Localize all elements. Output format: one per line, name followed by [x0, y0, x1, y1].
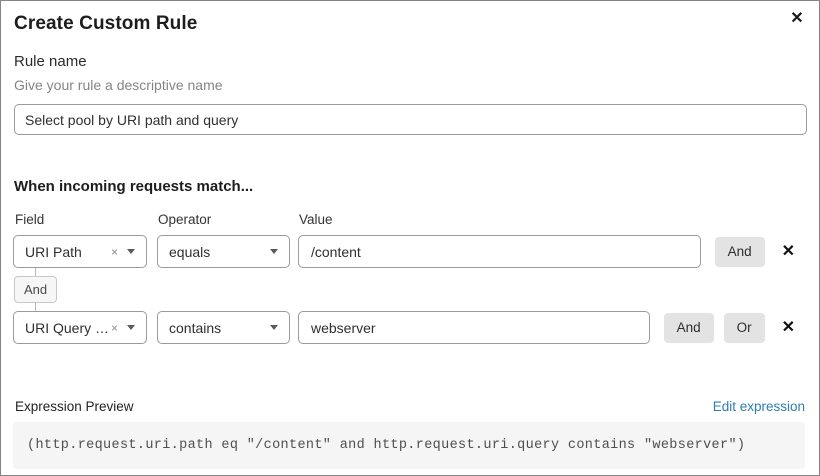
remove-condition-icon[interactable]: ✕: [781, 318, 795, 336]
rule-name-input[interactable]: [14, 104, 807, 135]
connector-line-bottom: [35, 303, 36, 311]
operator-column-label: Operator: [158, 212, 212, 227]
dialog-header: Create Custom Rule ✕: [1, 1, 819, 35]
add-or-condition-button[interactable]: Or: [723, 312, 765, 343]
expression-code-block: (http.request.uri.path eq "/content" and…: [13, 422, 805, 469]
expression-preview-label: Expression Preview: [15, 399, 134, 414]
value-input[interactable]: [298, 235, 701, 268]
remove-condition-icon[interactable]: ✕: [781, 242, 795, 260]
chevron-down-icon: [127, 249, 135, 254]
chevron-down-icon: [127, 325, 135, 330]
match-heading: When incoming requests match...: [14, 178, 254, 195]
add-and-condition-button[interactable]: And: [714, 236, 765, 267]
field-select[interactable]: URI Path ×: [13, 235, 147, 268]
field-select[interactable]: URI Query St... ×: [13, 311, 147, 344]
chevron-down-icon: [270, 325, 278, 330]
expression-code: (http.request.uri.path eq "/content" and…: [27, 438, 746, 453]
edit-expression-link[interactable]: Edit expression: [712, 399, 805, 414]
value-column-label: Value: [299, 212, 333, 227]
condition-connector: And: [13, 268, 58, 311]
row-actions: And Or ✕: [663, 312, 795, 343]
condition-row-1: URI Path × equals And ✕: [13, 235, 795, 268]
column-labels: Field Operator Value: [15, 212, 795, 227]
field-column-label: Field: [15, 212, 45, 227]
connector-and-chip[interactable]: And: [13, 276, 58, 303]
close-icon[interactable]: ✕: [786, 8, 808, 30]
rule-name-label: Rule name: [14, 53, 87, 70]
expression-preview-header: Expression Preview Edit expression: [15, 399, 805, 414]
value-input[interactable]: [298, 311, 650, 344]
chevron-down-icon: [270, 249, 278, 254]
row-actions: And ✕: [714, 236, 795, 267]
add-and-condition-button[interactable]: And: [663, 312, 714, 343]
dialog-title: Create Custom Rule: [14, 13, 198, 34]
operator-select[interactable]: contains: [157, 311, 290, 344]
field-select-value: URI Path: [25, 243, 82, 260]
clear-selection-icon[interactable]: ×: [110, 244, 118, 259]
connector-line-top: [35, 268, 36, 276]
condition-row-2: URI Query St... × contains And Or ✕: [13, 311, 795, 344]
operator-select[interactable]: equals: [157, 235, 290, 268]
rule-name-helper: Give your rule a descriptive name: [14, 77, 223, 93]
field-select-value: URI Query St...: [25, 319, 111, 336]
operator-select-value: equals: [169, 243, 211, 260]
clear-selection-icon[interactable]: ×: [110, 320, 118, 335]
rule-name-section: Rule name Give your rule a descriptive n…: [14, 53, 807, 135]
operator-select-value: contains: [169, 319, 222, 336]
